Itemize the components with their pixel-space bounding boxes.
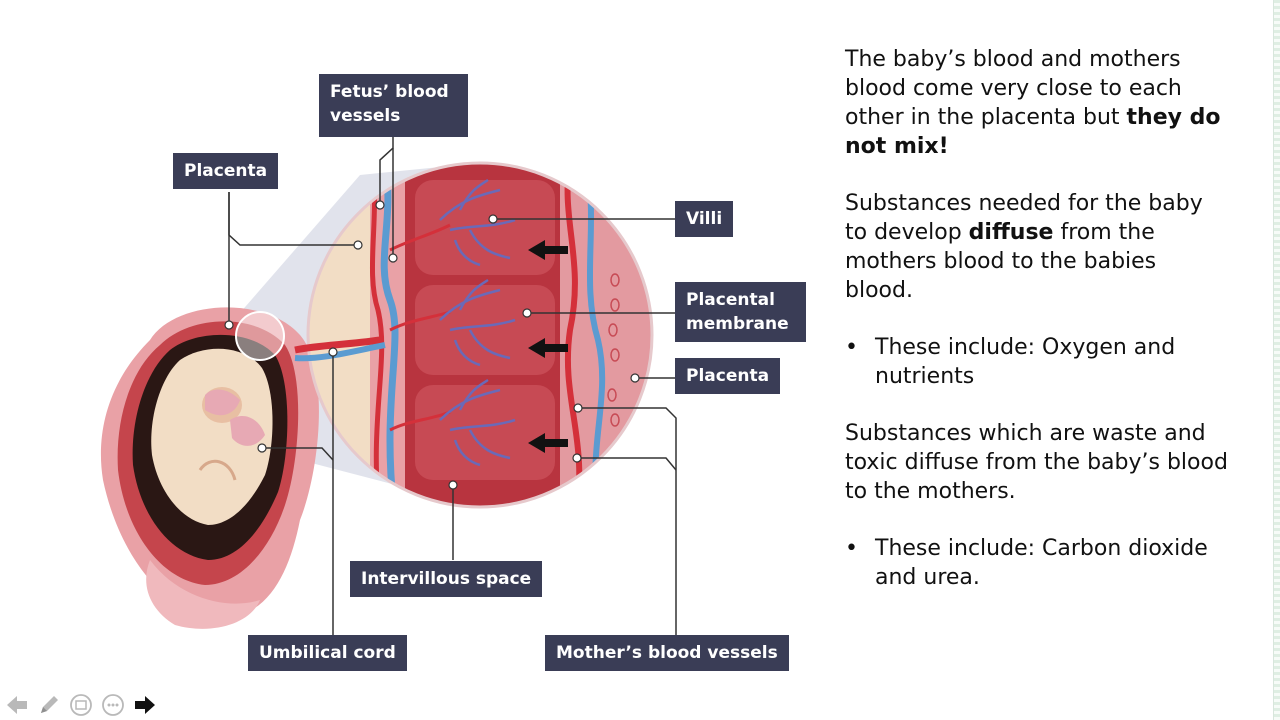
paragraph-diffuse-text-c: from the mothers blood to the babies blo…	[845, 220, 1157, 303]
label-placenta-right: Placenta	[675, 358, 781, 394]
label-placental-membrane-text: Placental membrane	[686, 290, 789, 334]
explanation-text: The baby’s blood and mothers blood come …	[845, 45, 1230, 620]
bullet-carbon-dioxide-urea-text: These include: Carbon dioxide and urea.	[875, 536, 1208, 590]
paragraph-diffuse-needed: Substances needed for the baby to develo…	[845, 189, 1230, 305]
label-umbilical-cord: Umbilical cord	[248, 635, 407, 671]
slide-menu-icon	[70, 694, 92, 716]
bullet-marker: •	[845, 536, 858, 561]
label-umbilical-cord-text: Umbilical cord	[259, 643, 396, 663]
arrow-left-icon	[7, 696, 27, 714]
paragraph-waste: Substances which are waste and toxic dif…	[845, 419, 1230, 506]
next-slide-button[interactable]	[132, 692, 158, 718]
paragraph-mixing-text: The baby’s blood and mothers blood come …	[845, 47, 1182, 130]
label-villi-text: Villi	[686, 209, 723, 229]
label-intervillous-space: Intervillous space	[350, 561, 543, 597]
label-intervillous-space-text: Intervillous space	[361, 569, 532, 589]
label-placenta-right-text: Placenta	[686, 366, 770, 386]
bullet-carbon-dioxide-urea: • These include: Carbon dioxide and urea…	[845, 534, 1230, 592]
bullet-oxygen-nutrients-text: These include: Oxygen and nutrients	[875, 335, 1176, 389]
slide-menu-button[interactable]	[68, 692, 94, 718]
paragraph-mixing-emphasis: they do not mix!	[845, 105, 1221, 159]
more-options-button[interactable]	[100, 692, 126, 718]
pen-tool-button[interactable]	[36, 692, 62, 718]
more-options-icon	[102, 694, 124, 716]
window-edge-strip	[1273, 0, 1280, 720]
placenta-diagram	[100, 137, 680, 635]
bullet-oxygen-nutrients: • These include: Oxygen and nutrients	[845, 333, 1230, 391]
label-placenta-left: Placenta	[173, 153, 279, 189]
bullet-marker: •	[845, 335, 858, 360]
slideshow-controls	[4, 690, 158, 720]
label-fetus-blood-vessels: Fetus’ blood vessels	[319, 74, 468, 137]
leader-lines	[228, 137, 680, 635]
pen-icon	[41, 696, 58, 713]
paragraph-diffuse-emphasis: diffuse	[968, 220, 1054, 245]
paragraph-mixing: The baby’s blood and mothers blood come …	[845, 45, 1230, 161]
label-villi: Villi	[675, 201, 734, 237]
label-placenta-left-text: Placenta	[184, 161, 268, 181]
label-placental-membrane: Placental membrane	[675, 282, 806, 342]
paragraph-diffuse-text-a: Substances needed for the baby to develo…	[845, 191, 1203, 245]
paragraph-waste-text: Substances which are waste and toxic dif…	[845, 421, 1228, 504]
label-fetus-blood-vessels-text: Fetus’ blood vessels	[330, 82, 449, 126]
arrow-right-icon	[135, 696, 155, 714]
previous-slide-button[interactable]	[4, 692, 30, 718]
uterus-illustration	[100, 307, 319, 629]
label-mothers-blood-vessels-text: Mother’s blood vessels	[556, 643, 778, 663]
label-mothers-blood-vessels: Mother’s blood vessels	[545, 635, 789, 671]
